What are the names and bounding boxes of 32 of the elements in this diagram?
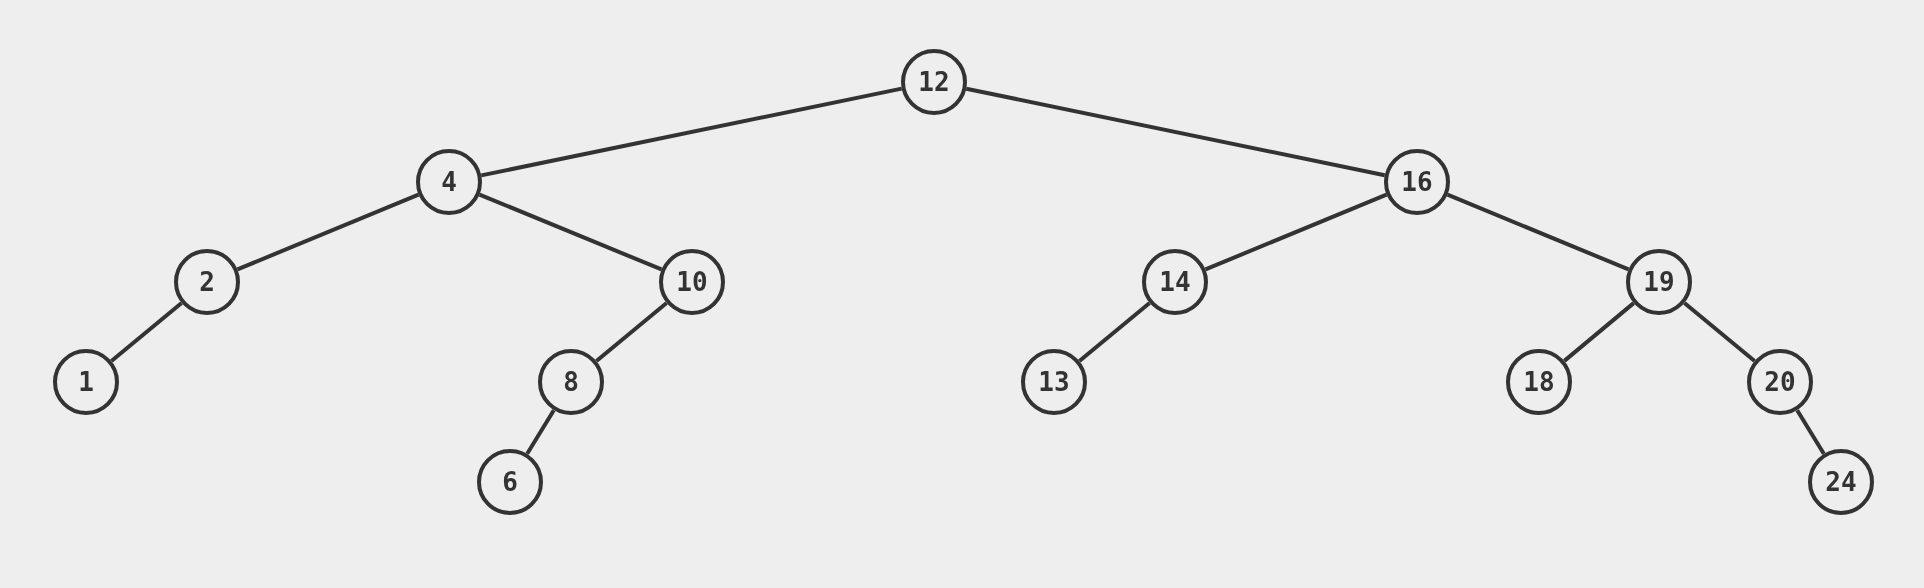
node-value: 24 [1825, 469, 1857, 495]
tree-edge [1795, 409, 1826, 455]
tree-edge [965, 86, 1386, 178]
node-value: 8 [563, 369, 579, 395]
tree-edge [1078, 301, 1151, 363]
tree-edge [1563, 301, 1635, 363]
tree-node-circle [174, 249, 240, 315]
tree-node-circle [1747, 349, 1813, 415]
tree-edge [478, 192, 663, 272]
node-value: 2 [199, 269, 215, 295]
tree-edge [480, 86, 903, 178]
node-value: 18 [1523, 369, 1555, 395]
tree-node-circle [1142, 249, 1208, 315]
node-value: 10 [676, 269, 708, 295]
tree-edge [595, 301, 668, 363]
node-value: 19 [1643, 269, 1675, 295]
tree-edge [1204, 192, 1388, 272]
tree-edge [236, 192, 420, 272]
tree-edge [1683, 301, 1756, 363]
tree-edge [110, 301, 183, 363]
tree-edge [1446, 192, 1630, 272]
node-value: 20 [1764, 369, 1796, 395]
node-value: 1 [78, 369, 94, 395]
node-value: 14 [1159, 269, 1191, 295]
tree-edge [525, 409, 556, 455]
node-value: 6 [502, 469, 518, 495]
node-value: 4 [441, 169, 457, 195]
tree-node-circle [1626, 249, 1692, 315]
node-value: 16 [1401, 169, 1433, 195]
node-value: 12 [918, 69, 950, 95]
tree-node-circle [538, 349, 604, 415]
node-value: 13 [1038, 369, 1070, 395]
